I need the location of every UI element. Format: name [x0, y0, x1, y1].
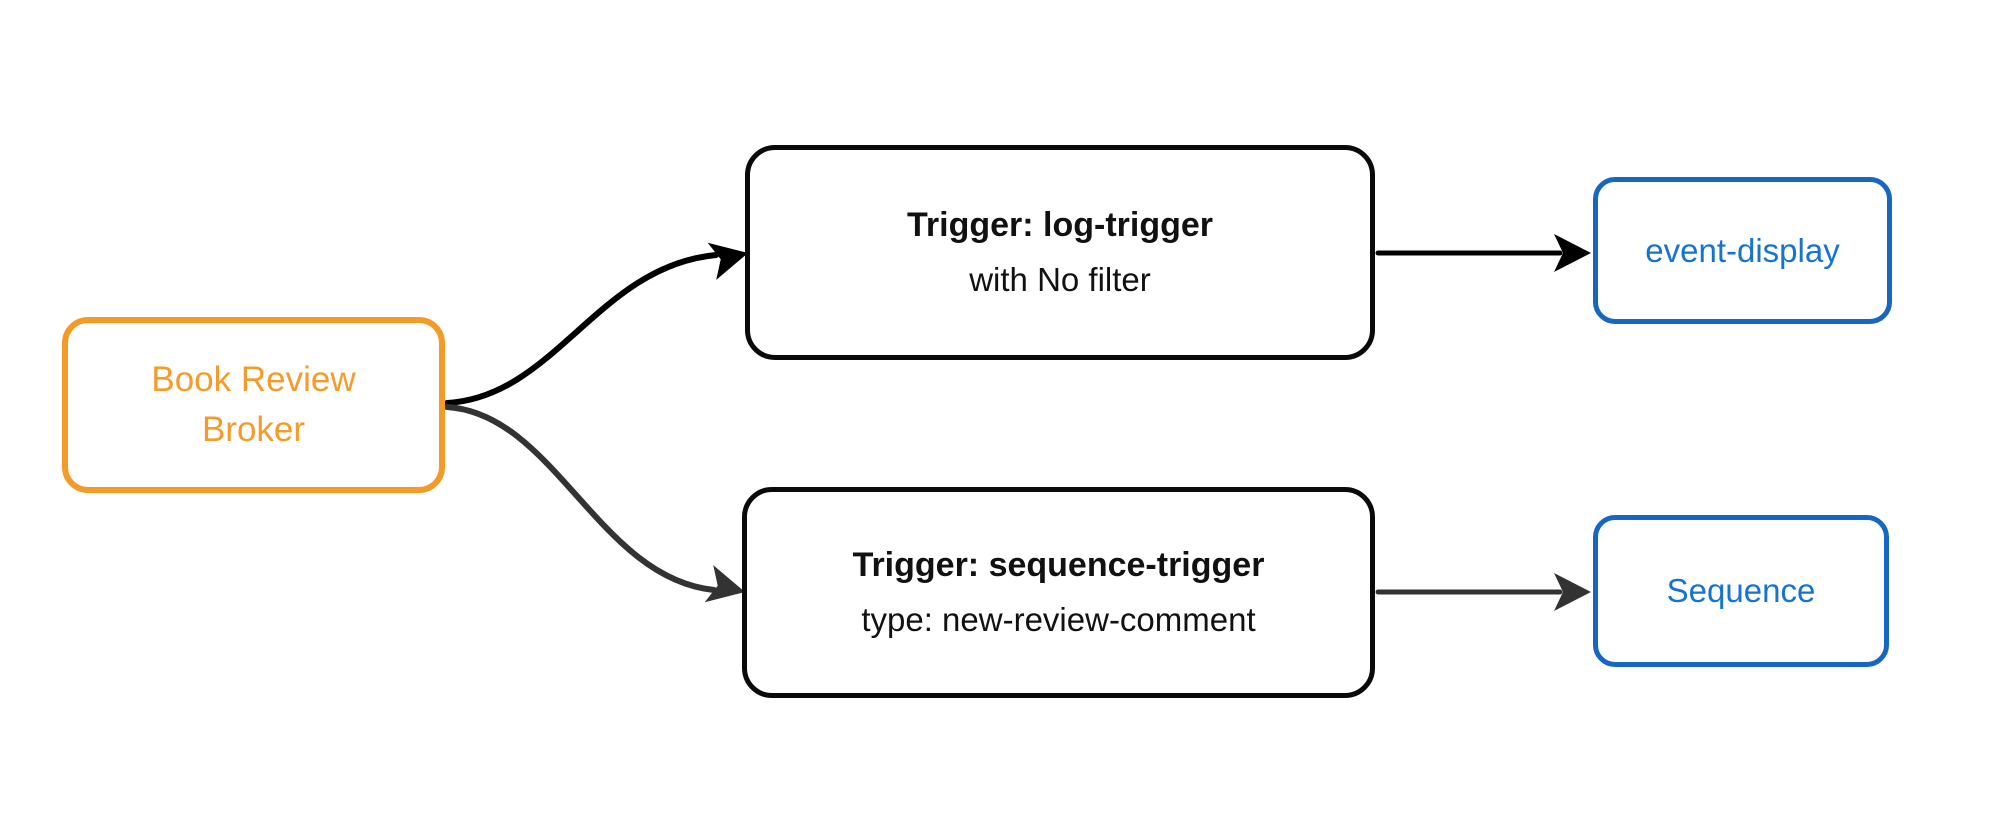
log-trigger-subtitle: with No filter: [969, 261, 1151, 299]
event-display-label: event-display: [1645, 231, 1840, 269]
arrowhead-broker-to-log-trigger: [707, 242, 748, 280]
arrowhead-sequence-trigger-to-sequence: [1554, 573, 1591, 611]
log-trigger-title: Trigger: log-trigger: [907, 205, 1213, 244]
node-event-display: event-display: [1593, 177, 1892, 324]
broker-label-line2: Broker: [201, 410, 306, 449]
sequence-trigger-subtitle: type: new-review-comment: [861, 601, 1256, 639]
node-sequence-trigger: Trigger: sequence-trigger type: new-revi…: [742, 487, 1375, 698]
arrowhead-broker-to-sequence-trigger: [704, 565, 745, 603]
arrowhead-log-trigger-to-event-display: [1554, 234, 1591, 272]
node-book-review-broker: Book Review Broker: [62, 317, 445, 493]
node-log-trigger: Trigger: log-trigger with No filter: [745, 145, 1375, 360]
node-sequence: Sequence: [1593, 515, 1889, 667]
edge-broker-to-log-trigger: [444, 252, 719, 406]
sequence-trigger-title: Trigger: sequence-trigger: [852, 545, 1265, 584]
edge-broker-to-sequence-trigger: [444, 404, 717, 593]
sequence-label: Sequence: [1666, 572, 1816, 609]
broker-label-line1: Book Review: [151, 359, 356, 399]
